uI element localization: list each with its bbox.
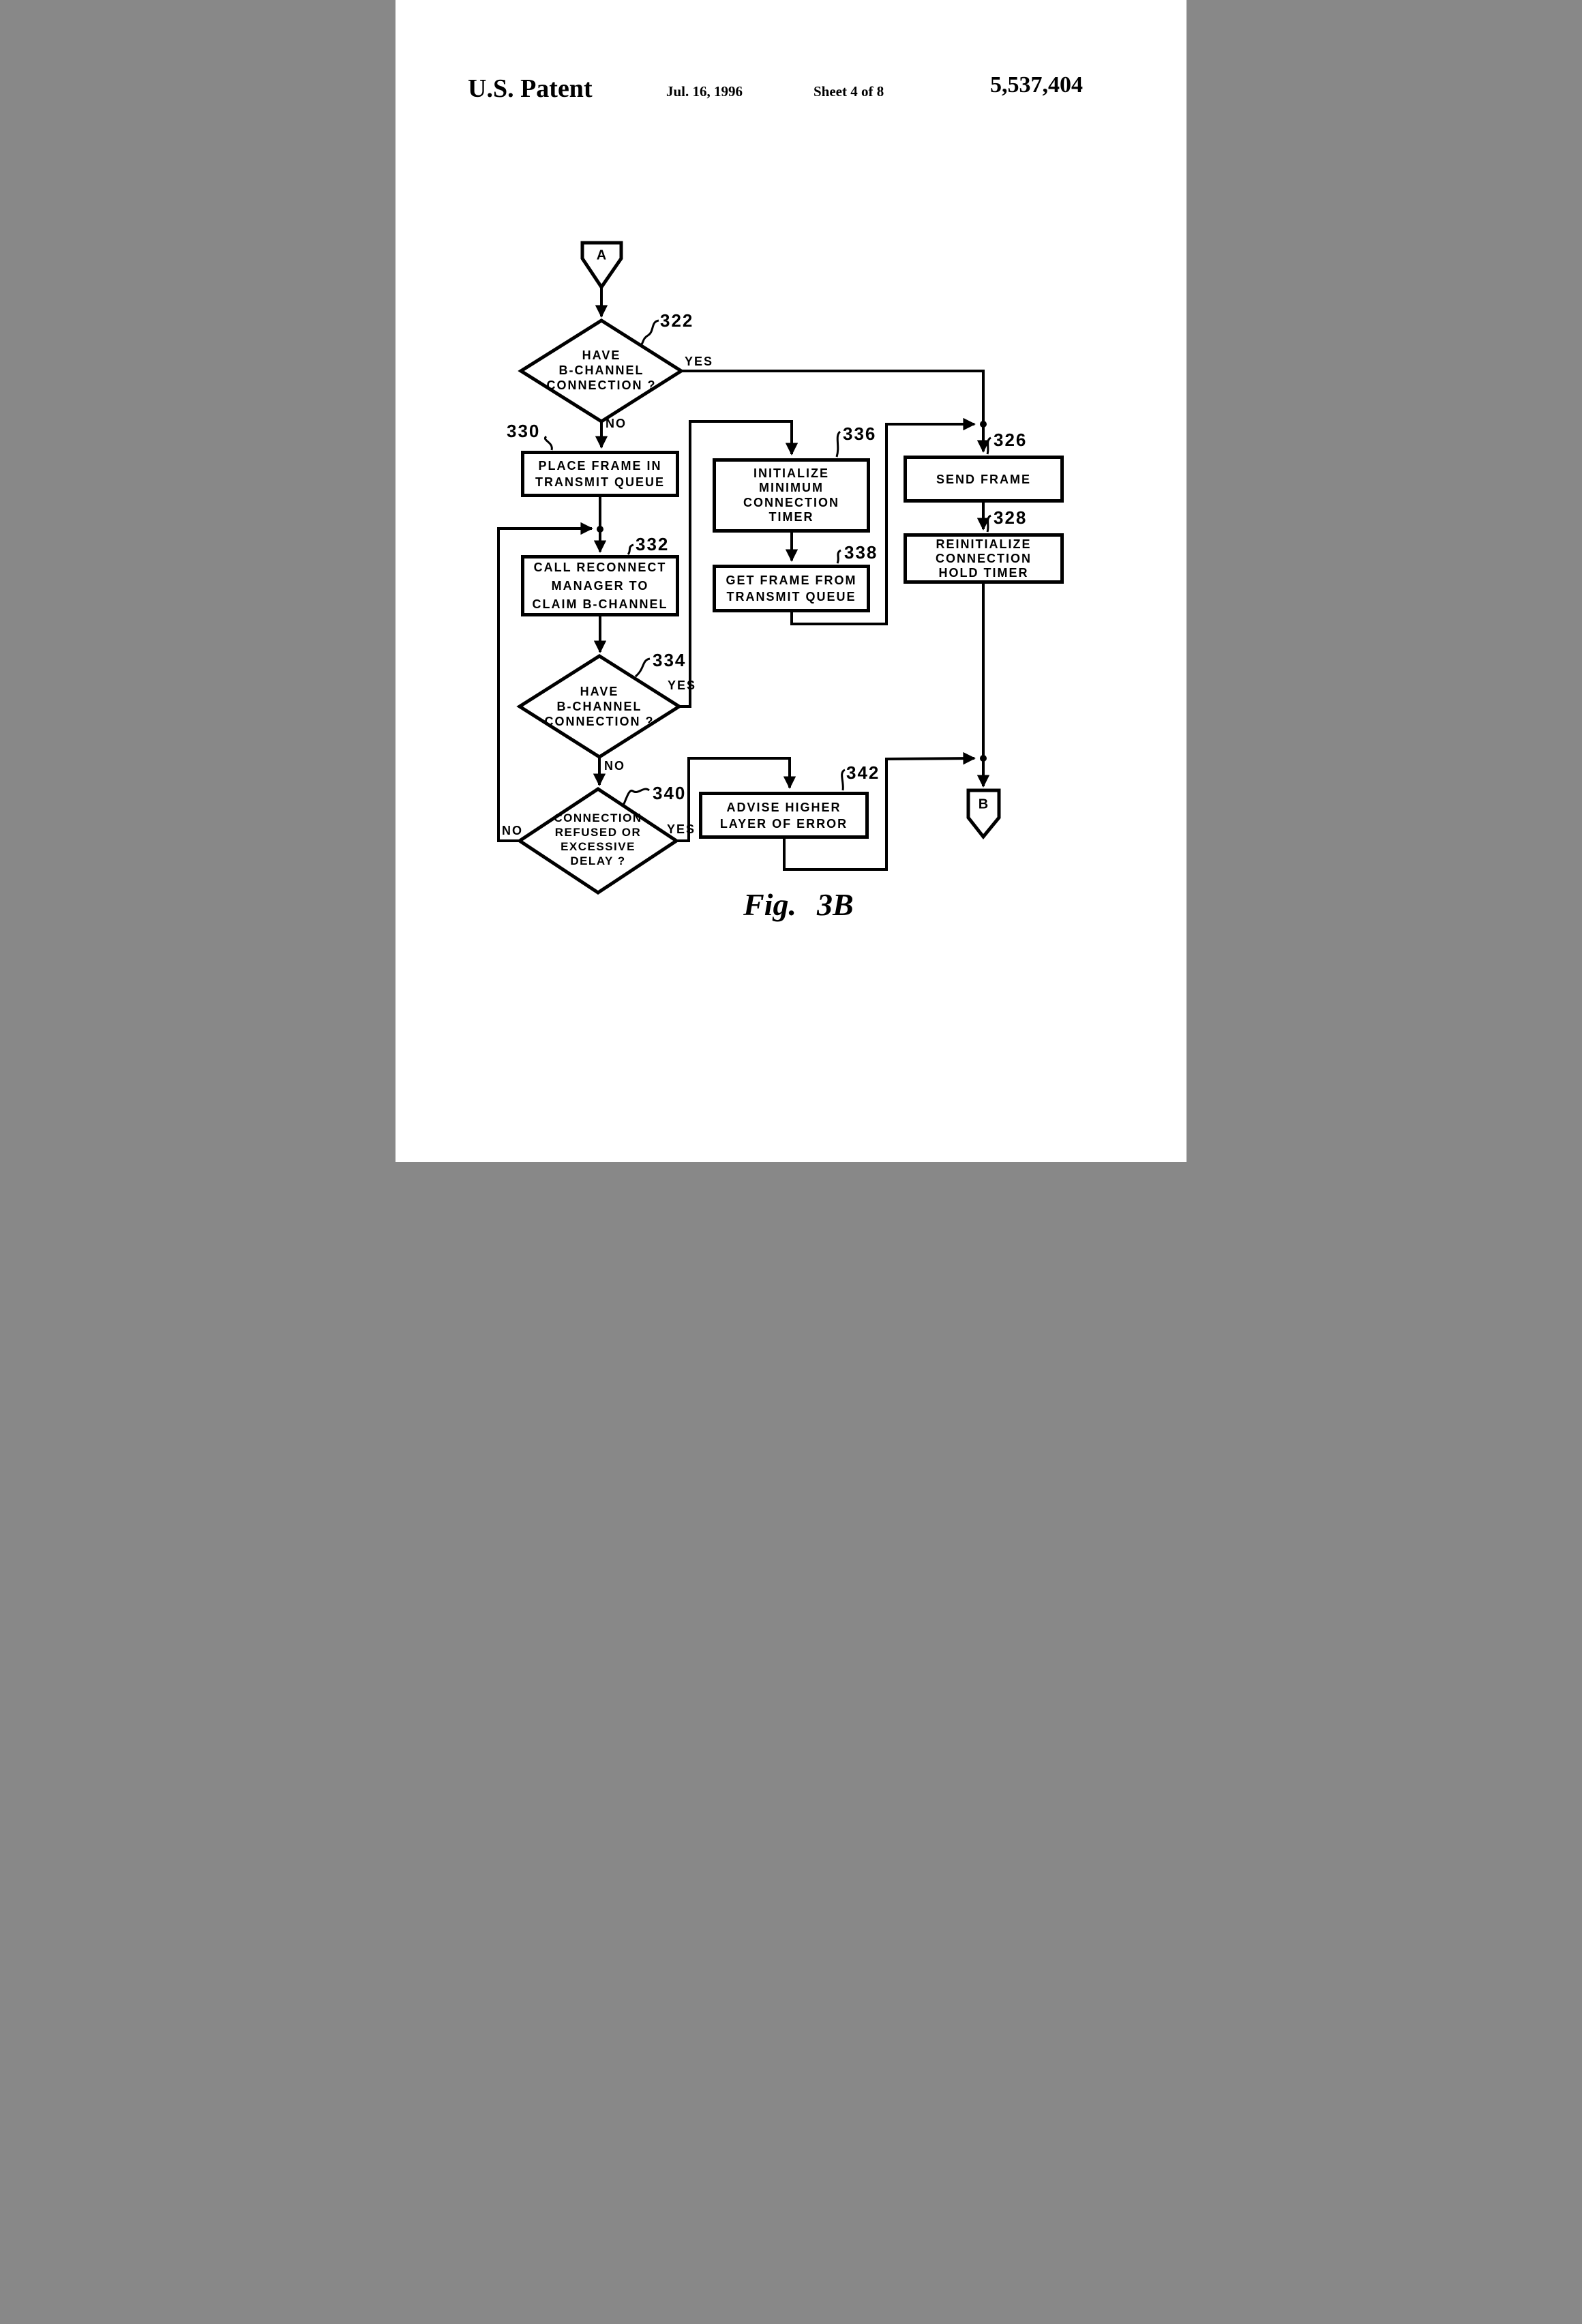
figure-caption-prefix: Fig. [743, 887, 796, 922]
decision-340-shape [516, 787, 680, 895]
leader-328 [986, 514, 991, 533]
process-330-box: PLACE FRAME IN TRANSMIT QUEUE [521, 451, 679, 497]
connector-a-label: A [596, 248, 607, 263]
ref-332: 332 [636, 534, 670, 554]
ref-334: 334 [653, 650, 687, 670]
edge-label-340-no: NO [502, 824, 523, 837]
leader-336 [835, 430, 841, 458]
process-336-box: INITIALIZE MINIMUM CONNECTION TIMER [713, 458, 870, 533]
ref-338: 338 [844, 542, 878, 563]
ref-322: 322 [660, 310, 694, 331]
leader-330 [543, 435, 553, 451]
connector-b-shape [966, 788, 1001, 839]
connector-a-shape [580, 241, 623, 290]
process-338-box: GET FRAME FROM TRANSMIT QUEUE [713, 565, 870, 612]
edge-label-334-yes: YES [668, 679, 697, 692]
patent-sheet: U.S. Patent Jul. 16, 1996 Sheet 4 of 8 5… [395, 0, 1186, 1162]
junction-dot-before-326 [980, 421, 987, 428]
edge-label-322-yes: YES [685, 355, 714, 368]
decision-322-text: HAVE B-CHANNEL CONNECTION ? [546, 348, 657, 392]
leader-334 [634, 657, 651, 678]
process-338-text: GET FRAME FROM TRANSMIT QUEUE [726, 573, 857, 604]
ref-328: 328 [994, 507, 1028, 528]
ref-342: 342 [846, 762, 880, 783]
edge-340-yes-to-342 [676, 757, 796, 842]
process-326-box: SEND FRAME [904, 456, 1064, 503]
edge-322-yes-to-326 [681, 370, 990, 453]
process-336-text: INITIALIZE MINIMUM CONNECTION TIMER [743, 466, 839, 524]
junction-dot-before-b [980, 755, 987, 762]
decision-340-text: CONNECTION REFUSED OR EXCESSIVE DELAY ? [554, 811, 642, 867]
process-330-text: PLACE FRAME IN TRANSMIT QUEUE [535, 459, 665, 489]
decision-322-shape [518, 318, 685, 423]
figure-caption: Fig. 3B [743, 887, 854, 923]
flowchart-linework [497, 241, 1001, 895]
process-342-text: ADVISE HIGHER LAYER OF ERROR [719, 800, 848, 831]
edge-label-340-yes: YES [667, 822, 696, 836]
process-332-text: CALL RECONNECT MANAGER TO CLAIM B-CHANNE… [532, 560, 668, 611]
connector-b-label: B [978, 796, 989, 812]
process-326-text: SEND FRAME [936, 472, 1031, 486]
ref-330: 330 [507, 421, 541, 441]
leader-326 [986, 436, 991, 455]
edge-334-yes-to-336 [679, 420, 799, 708]
process-332-box: CALL RECONNECT MANAGER TO CLAIM B-CHANNE… [521, 555, 679, 616]
leader-342 [841, 769, 846, 791]
edge-label-322-no: NO [606, 417, 627, 430]
process-328-box: REINITIALIZE CONNECTION HOLD TIMER [904, 533, 1064, 584]
edge-label-334-no: NO [604, 759, 625, 773]
patent-header-date: Jul. 16, 1996 [666, 83, 743, 100]
process-328-text: REINITIALIZE CONNECTION HOLD TIMER [936, 537, 1032, 580]
ref-336: 336 [843, 423, 877, 444]
edge-338-to-326 [790, 417, 976, 625]
patent-header-number: 5,537,404 [990, 72, 1083, 98]
process-342-box: ADVISE HIGHER LAYER OF ERROR [699, 792, 869, 839]
patent-header-sheet: Sheet 4 of 8 [814, 83, 884, 100]
figure-caption-number: 3B [816, 887, 854, 922]
edge-340-no-feedback [497, 522, 593, 842]
edge-342-to-b [783, 751, 976, 871]
leader-322 [640, 319, 659, 346]
junction-dot-before-332 [597, 526, 603, 533]
leader-338 [836, 549, 841, 564]
decision-334-shape [516, 654, 683, 759]
leader-332 [627, 543, 634, 556]
decision-334-text: HAVE B-CHANNEL CONNECTION ? [544, 685, 655, 728]
leader-340 [621, 788, 650, 807]
ref-326: 326 [994, 430, 1028, 450]
patent-header-title: U.S. Patent [468, 74, 593, 103]
ref-340: 340 [653, 783, 687, 803]
